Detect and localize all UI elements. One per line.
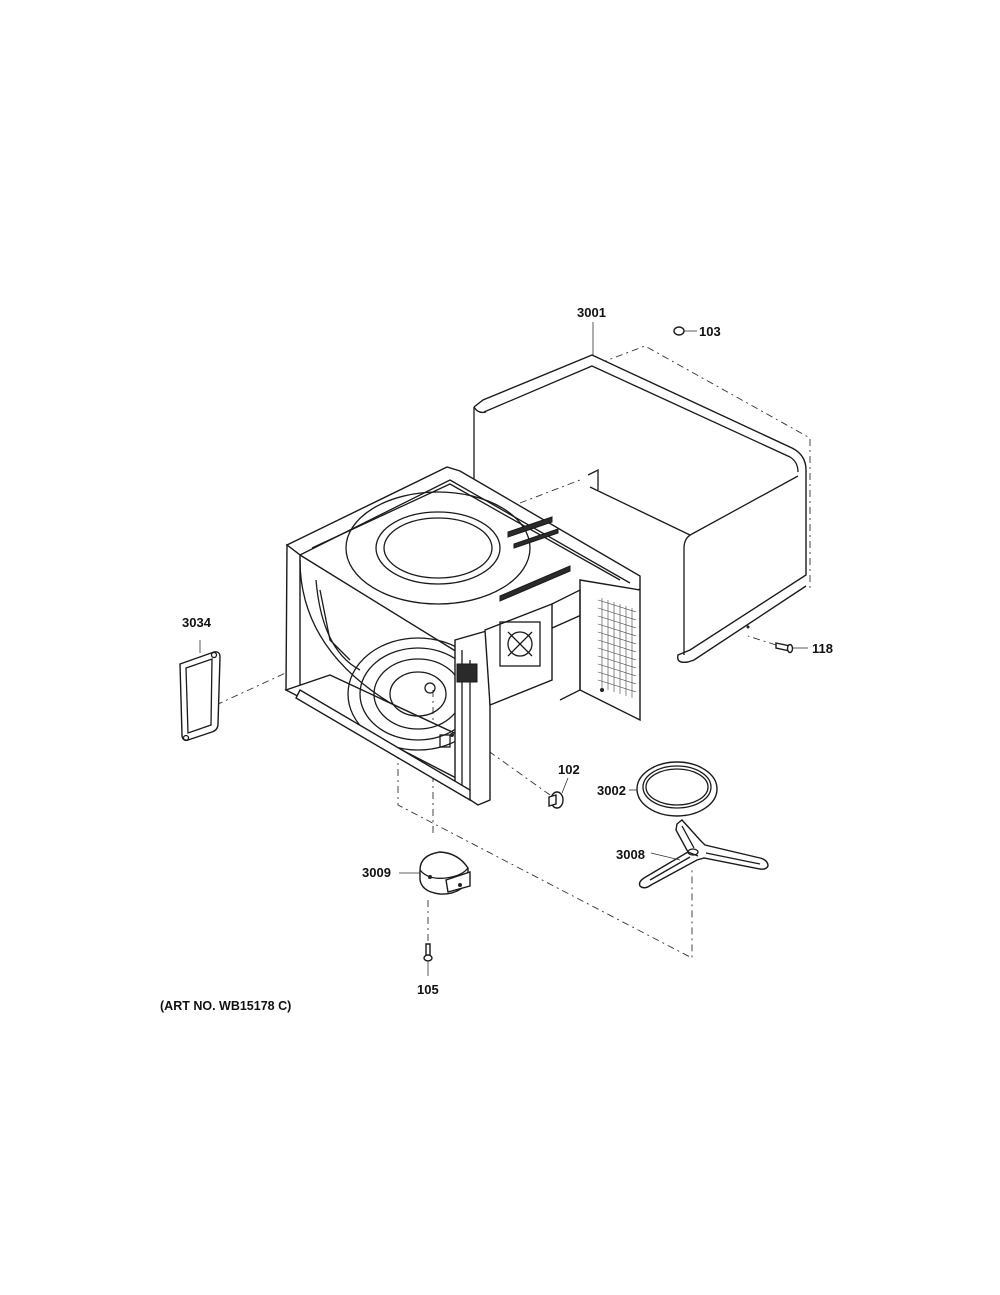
callout-103: 103: [699, 324, 721, 339]
callout-3009: 3009: [362, 865, 391, 880]
callout-3034: 3034: [182, 615, 212, 630]
callout-3001: 3001: [577, 305, 606, 320]
waveguide-cover-3034[interactable]: [179, 640, 221, 742]
screw-102[interactable]: [548, 777, 569, 809]
callout-3002: 3002: [597, 783, 626, 798]
callout-105: 105: [417, 982, 439, 997]
art-number: (ART NO. WB15178 C): [160, 999, 291, 1013]
callout-102: 102: [558, 762, 580, 777]
callout-3008: 3008: [616, 847, 645, 862]
screw-118[interactable]: [775, 642, 808, 654]
turntable-ring-3002[interactable]: [629, 761, 718, 817]
screw-105[interactable]: [423, 943, 433, 976]
screw-103[interactable]: [673, 326, 697, 336]
turntable-motor-3009[interactable]: [399, 851, 471, 895]
roller-support-3008[interactable]: [638, 819, 769, 889]
vent-mesh: [597, 598, 637, 698]
oven-cavity-chassis: [284, 466, 641, 806]
callout-118: 118: [812, 641, 833, 656]
top-vent-slots: [499, 516, 571, 602]
